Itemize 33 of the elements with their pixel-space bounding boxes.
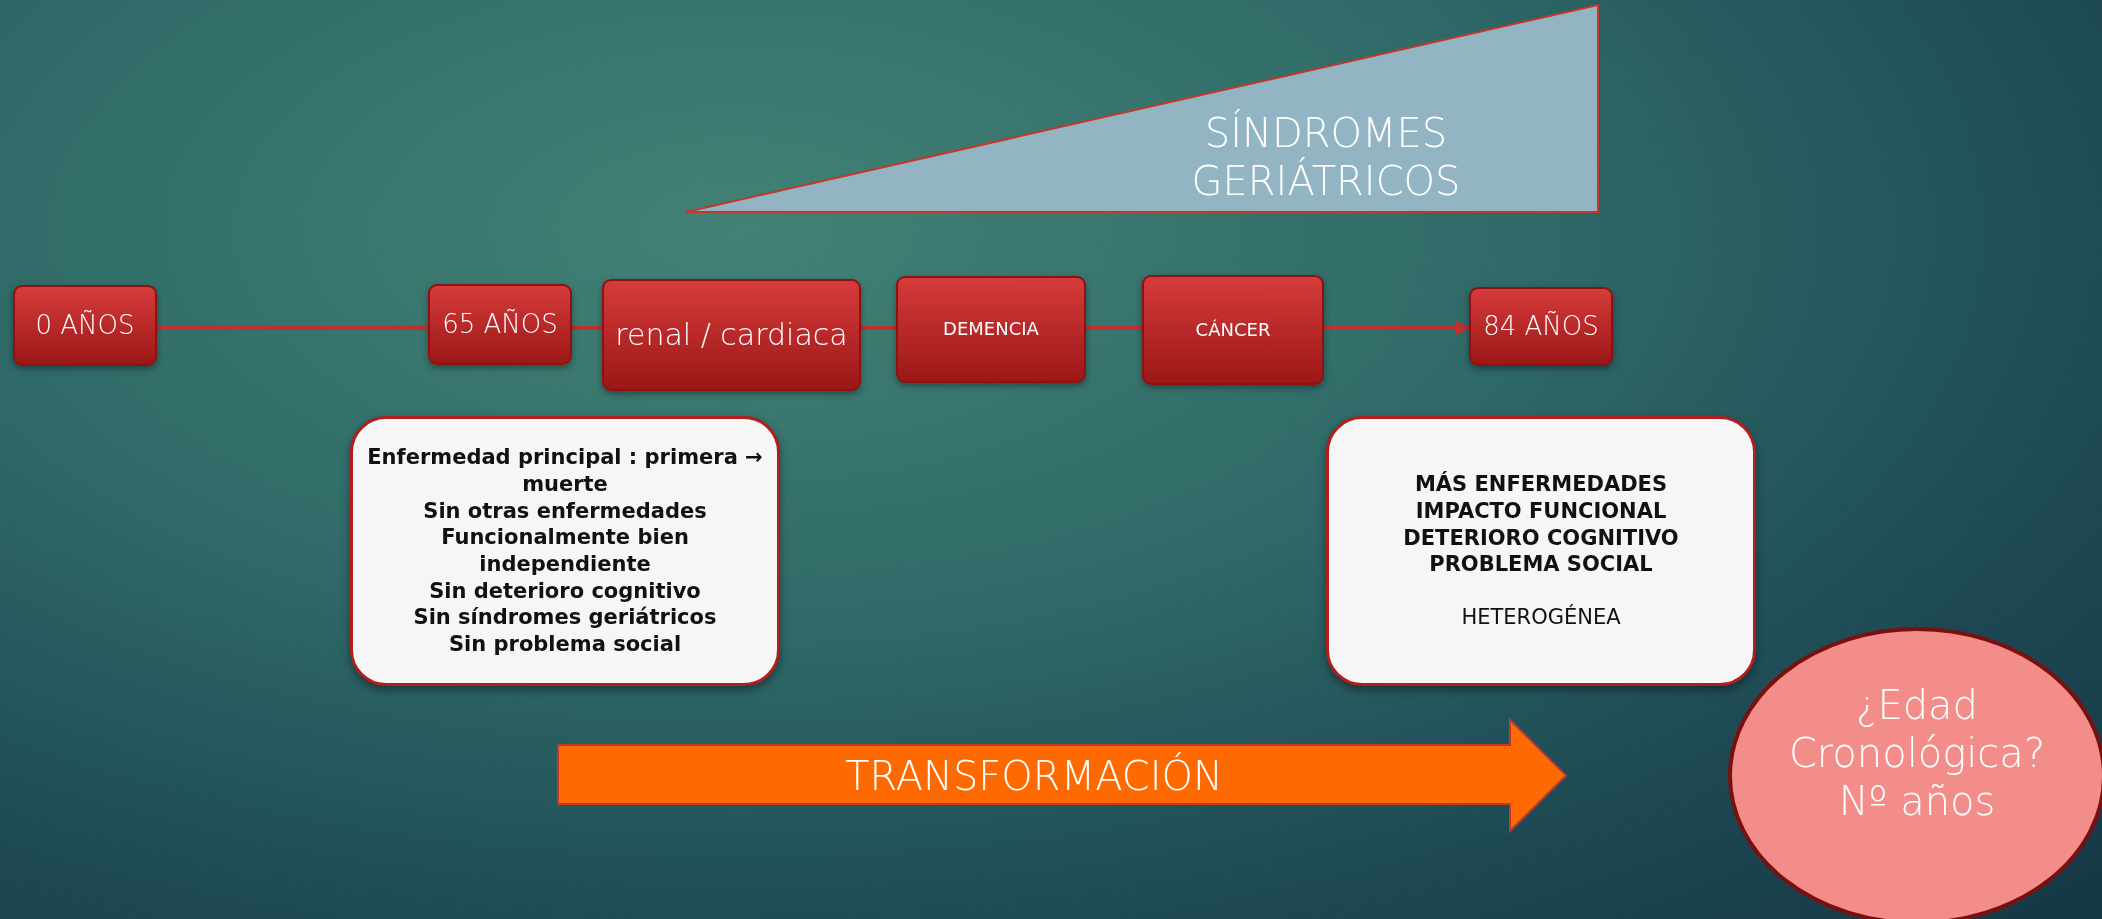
- timeline-box: [428, 284, 572, 365]
- ellipse-label: ¿Edad Cronológica? Nº años: [1787, 681, 2047, 825]
- bold-text-line: PROBLEMA SOCIAL: [1429, 551, 1653, 578]
- bold-text-line: Enfermedad principal : primera → muerte: [366, 444, 764, 498]
- timeline-line: [861, 326, 896, 330]
- bold-text-line: IMPACTO FUNCIONAL: [1415, 498, 1667, 525]
- box-label: DEMENCIA: [943, 319, 1039, 340]
- text-card: [1326, 416, 1756, 686]
- box-label: CÁNCER: [1195, 319, 1271, 341]
- bold-text-line: Sin otras enfermedades: [423, 497, 707, 525]
- box-label: 0 AÑOS: [35, 310, 135, 341]
- box-label: renal / cardiaca: [615, 317, 848, 353]
- timeline-line: [1086, 326, 1142, 330]
- timeline-line: [572, 326, 602, 330]
- timeline-box: [1469, 287, 1613, 366]
- bold-text-line: Funcionalmente bien independiente: [440, 524, 690, 578]
- text-line: HETEROGÉNEA: [1461, 604, 1621, 631]
- timeline-box: [602, 279, 861, 391]
- box-label: 65 AÑOS: [442, 309, 558, 340]
- timeline-box: [13, 285, 157, 366]
- bold-text-line: Sin problema social: [448, 630, 682, 658]
- timeline-box: [1142, 275, 1324, 385]
- timeline-line: [157, 326, 428, 330]
- triangle-label: SÍNDROMES GERIÁTRICOS: [1190, 109, 1462, 205]
- bold-text-line: Sin deterioro cognitivo: [429, 577, 701, 605]
- arrow: [1324, 320, 1471, 336]
- bold-text-line: MÁS ENFERMEDADES: [1414, 471, 1668, 498]
- bold-text-line: Sin síndromes geriátricos: [413, 604, 717, 631]
- box-label: 84 AÑOS: [1483, 311, 1599, 342]
- timeline-box: [896, 276, 1086, 383]
- text-card: [350, 416, 780, 686]
- bold-text-line: DETERIORO COGNITIVO: [1403, 524, 1679, 552]
- arrow-label: TRANSFORMACIÓN: [844, 751, 1224, 801]
